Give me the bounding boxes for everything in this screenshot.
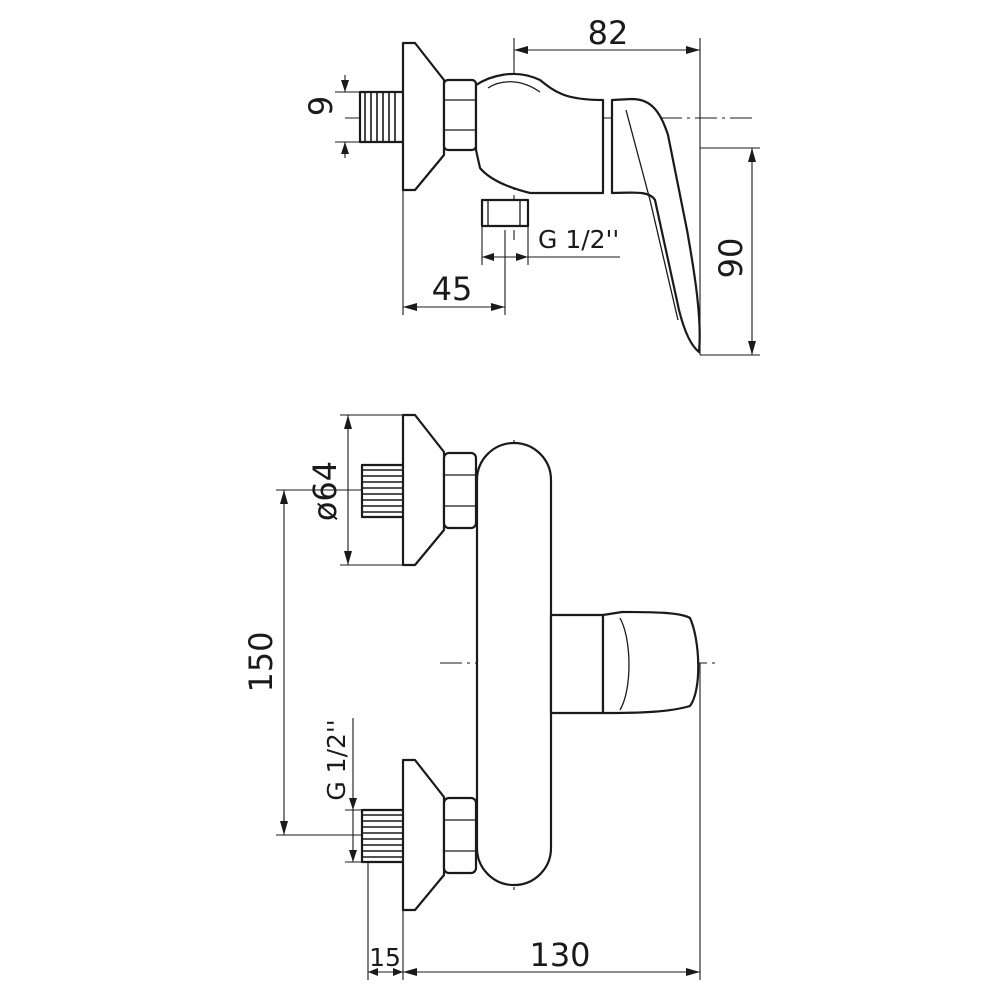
front-handle-edge [619,617,630,711]
dim-side-thread: G 1/2'' [481,225,620,265]
front-bottom-hex-nut [442,796,478,875]
dim-front-thread-label: G 1/2'' [322,719,351,800]
dim-150: 150 [242,489,345,836]
front-top-threaded-inlet [360,463,406,519]
side-wall-flange [401,41,446,192]
side-view: 82 9 G 1/2'' 45 [302,14,760,356]
dim-130-label: 130 [529,936,590,974]
dim-9-label: 9 [302,96,340,116]
dim-45: 45 [402,190,506,315]
dim-90-label: 90 [712,238,750,279]
dim-90: 90 [700,147,760,356]
dim-diameter-64-label: ø64 [306,461,344,521]
front-handle [601,610,700,715]
dim-82: 82 [513,14,701,355]
dim-9: 9 [302,75,360,158]
side-mixer-body [474,72,605,195]
front-top-wall-flange [401,413,446,567]
front-top-hex-nut [442,451,478,530]
dim-15: 15 [367,862,404,980]
dim-150-label: 150 [242,631,280,692]
front-mixer-body [475,441,553,887]
dim-130: 130 [403,663,701,980]
side-outlet-fitting [480,198,530,228]
side-hex-nut [442,78,478,152]
side-lever-edge [625,109,679,321]
front-bottom-threaded-inlet [360,808,406,864]
dim-front-thread: G 1/2'' [322,718,362,863]
dim-82-label: 82 [588,14,629,52]
dim-15-label: 15 [369,943,401,972]
side-threaded-inlet [358,90,406,144]
side-body-highlight [487,81,541,93]
dim-45-label: 45 [432,270,473,308]
dim-diameter-64: ø64 [306,414,403,566]
front-bottom-wall-flange [401,758,446,912]
front-view: ø64 150 G 1/2'' 15 [242,413,720,980]
dim-side-thread-label: G 1/2'' [538,225,619,254]
front-cartridge-housing [549,613,605,715]
